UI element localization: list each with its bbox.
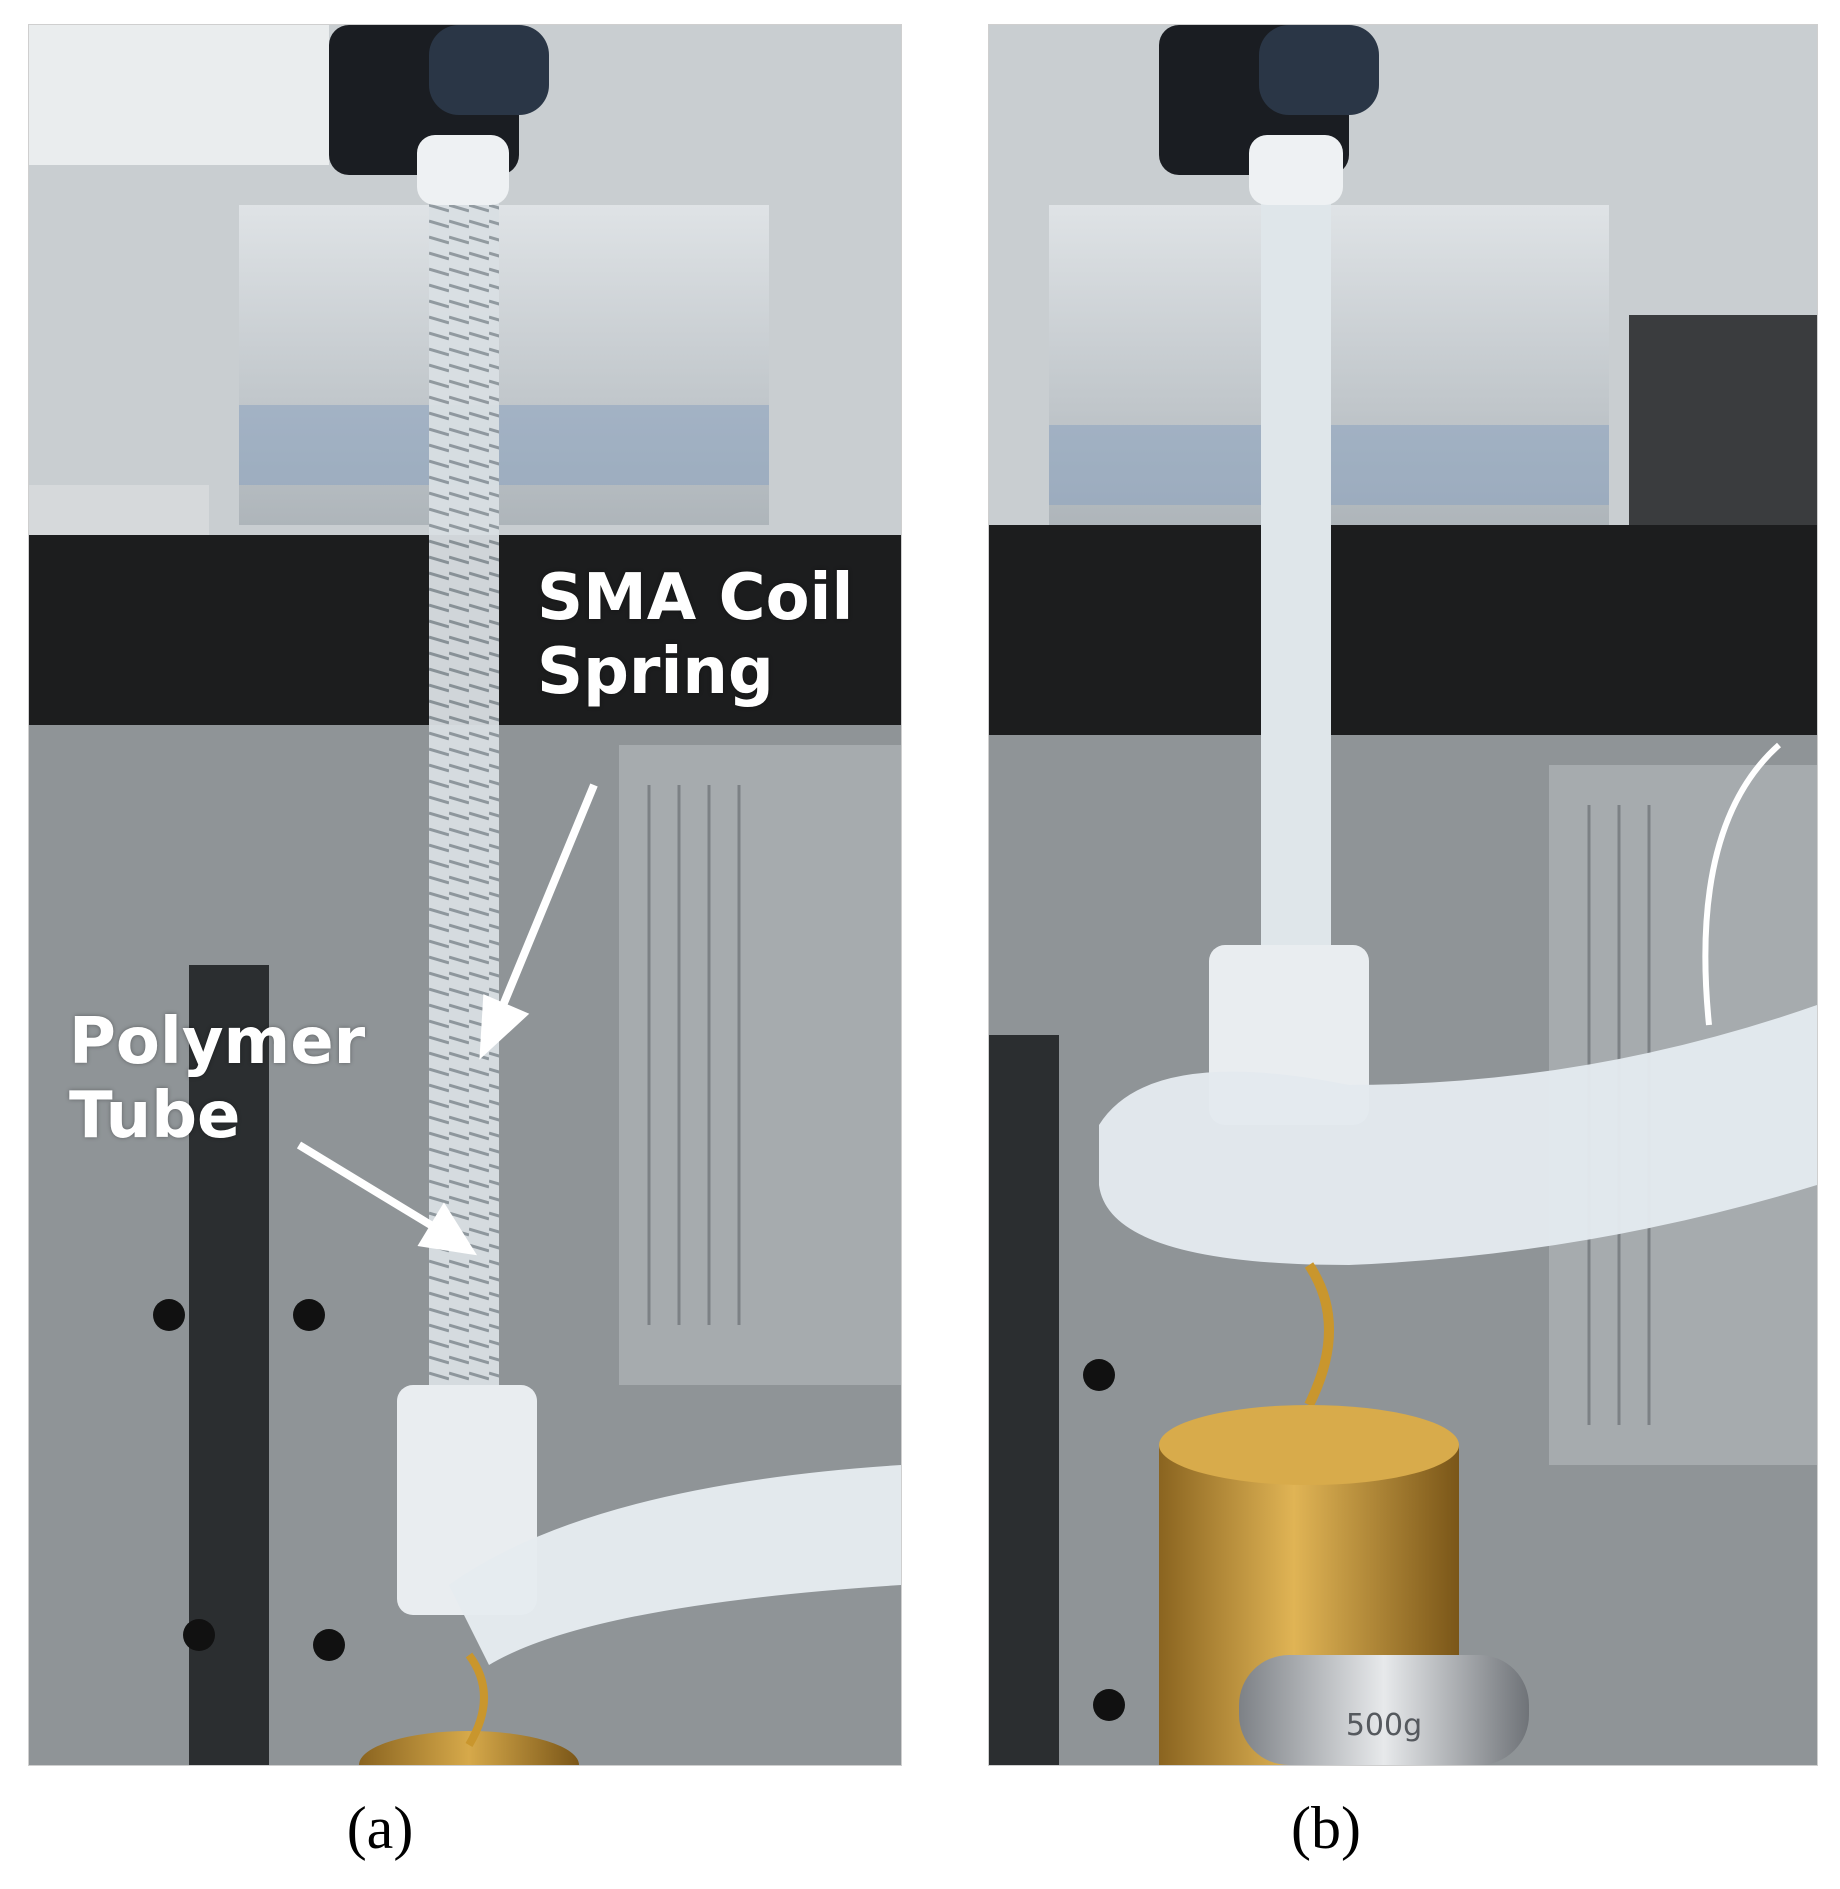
polymer-arrowhead: [417, 1202, 478, 1256]
top-fitting: [1249, 135, 1343, 205]
annotation-arrows: [296, 783, 598, 1256]
hook: [465, 1652, 488, 1748]
clamp-blue-reflection: [239, 405, 769, 485]
dark-bench-bar: [989, 525, 1817, 735]
mounting-holes: [1083, 1359, 1125, 1721]
ribbed-panel: [619, 745, 901, 1385]
rib-lines: [647, 785, 741, 1325]
grip-knob: [1259, 25, 1379, 115]
photo-b-scene: 500g: [989, 25, 1817, 1765]
polymer-tube-label: Polymer Tube: [69, 1005, 389, 1153]
brass-weight-top: [1159, 1405, 1459, 1485]
photo-a-scene: [29, 25, 901, 1765]
sma-arrowhead: [479, 994, 530, 1060]
mounting-holes: [153, 1299, 345, 1661]
top-fitting: [417, 135, 509, 205]
sma-arrow: [495, 783, 598, 1017]
sma-label-line2: Spring: [537, 635, 774, 709]
sma-label-line1: SMA Coil: [537, 561, 854, 635]
polymer-label-line1: Polymer: [69, 1005, 366, 1079]
grip-knob: [429, 25, 549, 115]
polymer-label-line2: Tube: [69, 1079, 241, 1153]
panel-a-caption: (a): [346, 1795, 414, 1861]
polymer-tube-with-sma-coil: [429, 165, 499, 1405]
weight-stamp: 500g: [1346, 1708, 1422, 1743]
hook: [1304, 1262, 1334, 1408]
white-wire: [1702, 742, 1781, 1026]
brass-weight: [359, 1731, 579, 1765]
steel-500g-weight: [1239, 1655, 1529, 1765]
photo-panel-a: SMA Coil Spring Polymer Tube: [28, 24, 902, 1766]
vertical-post: [989, 1035, 1059, 1765]
curved-supply-tube: [449, 1465, 901, 1665]
sma-coil-spring-label: SMA Coil Spring: [537, 561, 897, 709]
polymer-tube-contracted: [1261, 165, 1331, 965]
polymer-arrow: [296, 1141, 442, 1234]
curved-supply-tube: [1099, 1005, 1817, 1265]
panel-b-caption: (b): [1291, 1795, 1361, 1861]
machine-top-light: [29, 25, 329, 165]
photo-panel-b: 500g: [988, 24, 1818, 1766]
